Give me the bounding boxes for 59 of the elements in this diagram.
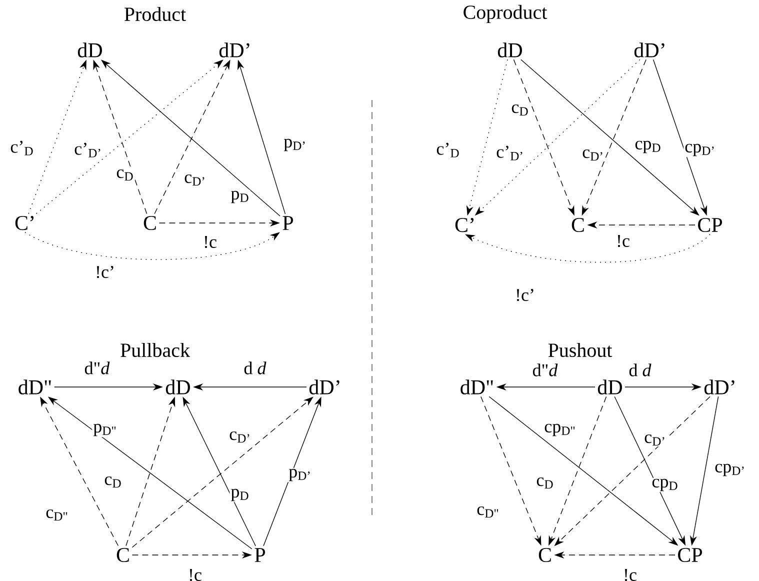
edge-label: c$_{D’}$ <box>183 173 207 187</box>
edge-label: !c <box>622 568 638 581</box>
edge-label: d"d <box>531 362 559 378</box>
panel-title: Coproduct <box>464 4 548 24</box>
edge-label: c’$_{D’}$ <box>73 142 103 158</box>
object-label: dD <box>78 42 102 58</box>
edge-label: !c <box>615 234 631 248</box>
edge-label: p$_{D’}$ <box>288 468 312 482</box>
edge-label: c$_{D"}$ <box>476 505 500 519</box>
edge-label: c’$_{D’}$ <box>495 144 525 162</box>
edge-label: !c <box>202 234 218 250</box>
edge-label: cp$_{D’}$ <box>714 462 746 478</box>
panel-title: Pushout <box>548 342 612 358</box>
object-label: CP <box>678 548 702 562</box>
edge-label: d d <box>628 362 652 378</box>
panel-title: Pullback <box>120 342 190 358</box>
edge-label: c$_{D}$ <box>103 475 123 489</box>
object-label: dD’ <box>309 380 340 394</box>
object-label: CP <box>698 218 722 232</box>
object-label: dD" <box>18 380 51 394</box>
object-label: dD’ <box>704 380 734 394</box>
edge-label: cp$_{D’}$ <box>684 142 716 158</box>
edge-label: c’$_{D}$ <box>9 140 35 156</box>
arrow <box>132 396 314 548</box>
edge-label: !c’ <box>94 264 116 280</box>
edge-label: c’$_{D}$ <box>435 142 461 158</box>
object-label: P <box>282 216 293 230</box>
object-label: C’ <box>455 218 474 232</box>
object-label: C <box>572 218 584 232</box>
object-label: dD <box>166 380 190 394</box>
edge-label: c$_{D’}$ <box>643 433 667 447</box>
edge-label: c$_{D"}$ <box>44 508 70 522</box>
object-label: C <box>538 548 551 562</box>
edge-label: d"d <box>83 360 111 376</box>
edge-label: p$_{D}$ <box>230 190 250 204</box>
edge-label: cp$_{D}$ <box>650 478 680 492</box>
edge-label: d d <box>242 360 268 376</box>
edge-label: cp$_{D}$ <box>634 140 662 154</box>
edge-label: !c’ <box>514 288 536 302</box>
panel-title: Product <box>124 6 186 22</box>
edge-label: c$_{D}$ <box>510 103 530 117</box>
edge-label: p$_{D"}$ <box>92 422 118 438</box>
edge-label: c$_{D}$ <box>535 476 555 490</box>
object-label: dD <box>498 42 522 58</box>
object-label: dD’ <box>634 42 664 58</box>
edge-label: p$_{D}$ <box>230 488 250 502</box>
edge-label: !c <box>187 568 203 581</box>
edge-label: c$_{D’}$ <box>581 148 605 162</box>
object-label: C <box>144 216 156 230</box>
object-label: C <box>116 548 129 562</box>
edge-label: c$_{D}$ <box>115 168 135 182</box>
object-label: dD’ <box>219 42 250 58</box>
edge-label: c$_{D’}$ <box>228 430 252 444</box>
object-label: C’ <box>15 216 34 230</box>
edge-label: cp$_{D"}$ <box>543 422 577 438</box>
object-label: dD <box>598 380 622 394</box>
edge-label: p$_{D’}$ <box>282 138 308 152</box>
object-label: P <box>254 548 265 562</box>
object-label: dD" <box>460 380 493 394</box>
